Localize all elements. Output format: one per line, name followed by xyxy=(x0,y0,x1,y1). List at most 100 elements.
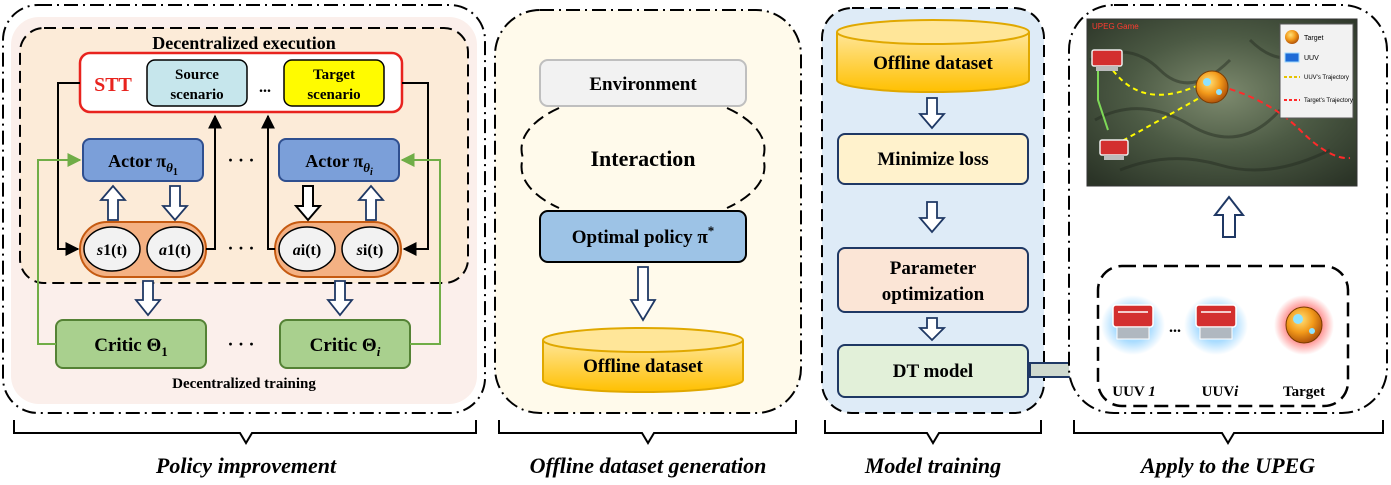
dataset-cylinder-body xyxy=(542,340,744,393)
target-scenario-box xyxy=(283,59,385,107)
interaction-loop xyxy=(520,107,766,209)
a1-node xyxy=(146,226,204,272)
environment-box xyxy=(539,59,747,107)
critic-feedback-lines xyxy=(37,153,441,345)
offline-dataset-cylinder xyxy=(542,327,744,393)
parameter-optimization-line1: Parameter xyxy=(890,258,977,279)
capsulei-to-stt-line xyxy=(261,114,275,250)
arrow-capsulei-to-critici xyxy=(326,280,354,317)
interaction-label: Interaction xyxy=(590,146,695,171)
critic-i-label: Critic Θi xyxy=(310,335,381,359)
actor-i-label: Actor πθi xyxy=(305,151,373,178)
arrow-capsule1-to-actor1 xyxy=(99,184,127,221)
actor-1-label: Actor πθ1 xyxy=(108,151,178,178)
execution-title: Decentralized execution xyxy=(152,33,335,53)
dataset-to-loss-arrow xyxy=(918,97,946,130)
game-title: UPEG Game xyxy=(1092,22,1139,31)
target-label: Target xyxy=(1283,384,1325,400)
scenario-ellipsis: ... xyxy=(259,79,271,96)
optimal-policy-box xyxy=(539,210,747,263)
critici-to-actori-line xyxy=(400,153,441,345)
actor-dots: · · · xyxy=(227,150,254,170)
uuv-1-label: UUV 1 xyxy=(1112,384,1155,400)
caption-model: Model training xyxy=(864,453,1001,478)
game-target-orb xyxy=(1195,70,1229,104)
up-arrow xyxy=(1212,195,1246,238)
dt-model-box xyxy=(837,344,1029,398)
optimal-policy-label: Optimal policy π* xyxy=(572,223,715,248)
critic-1-label: Critic Θ1 xyxy=(94,335,168,359)
uuv-i-label: UUVi xyxy=(1202,384,1240,400)
legend-uuv-icon xyxy=(1284,52,1300,63)
brace-policy xyxy=(13,420,477,445)
policy-hollow-arrows xyxy=(99,184,385,317)
minimize-loss-label: Minimize loss xyxy=(877,149,988,170)
actor-i-box xyxy=(278,138,400,182)
parameter-optimization-box xyxy=(837,247,1029,313)
offline-dataset-label: Offline dataset xyxy=(583,356,703,377)
source-scenario-box xyxy=(146,59,248,107)
a1-label: a1(t) xyxy=(159,242,191,259)
uuv-trajectory-1 xyxy=(1107,62,1206,96)
capsule-dots: · · · xyxy=(227,238,254,258)
caption-policy: Policy improvement xyxy=(155,453,337,478)
policy-feedback-lines xyxy=(57,82,429,256)
training-dataset-label: Offline dataset xyxy=(873,53,993,74)
param-to-dt-arrow xyxy=(917,317,947,342)
minimize-loss-box xyxy=(837,133,1029,185)
critic1-to-actor1-line xyxy=(37,153,82,345)
dt-model-label: DT model xyxy=(893,361,973,382)
legend-target-traj: Target's Trajectory xyxy=(1304,98,1353,104)
policy-to-dataset-arrow xyxy=(629,266,657,322)
brace-apply xyxy=(1073,420,1384,445)
legend-uuv: UUV xyxy=(1304,55,1319,62)
si-label: si(t) xyxy=(356,242,384,259)
dataset-cylinder-top xyxy=(542,327,744,353)
game-uuv-2 xyxy=(1099,139,1129,160)
actor-1-box xyxy=(82,138,204,182)
stt-to-capsule1-line xyxy=(57,82,80,256)
agents-dots: ... xyxy=(1169,319,1181,336)
uuv-1-image xyxy=(1101,295,1165,355)
training-cylinder-top xyxy=(836,19,1030,45)
arrow-capsule1-to-critic1 xyxy=(134,280,162,317)
target-image xyxy=(1274,295,1334,355)
environment-label: Environment xyxy=(589,74,697,95)
offline-generation-panel: Environment Interaction Optimal policy π… xyxy=(494,9,802,414)
legend-uuv-traj: UUV's Trajectory xyxy=(1304,75,1349,81)
brace-offline xyxy=(498,420,797,445)
s1-node xyxy=(83,226,141,272)
legend-target-icon xyxy=(1285,30,1299,44)
braces xyxy=(13,420,1384,445)
s1-label: s1(t) xyxy=(96,242,127,259)
training-title: Decentralized training xyxy=(172,376,316,392)
capsule1-to-stt-line xyxy=(206,114,222,250)
parameter-optimization-line2: optimization xyxy=(882,284,985,305)
legend-target: Target xyxy=(1304,35,1324,42)
caption-offline: Offline dataset generation xyxy=(530,453,767,478)
arrow-actori-to-capsulei xyxy=(293,185,323,222)
policy-improvement-panel: Decentralized execution STT Source scena… xyxy=(2,4,486,414)
brace-model xyxy=(824,420,1042,445)
si-node xyxy=(341,226,399,272)
training-cylinder-body xyxy=(836,32,1030,93)
ai-node xyxy=(278,226,336,272)
target-trajectory xyxy=(1219,85,1351,160)
game-uuv-1 xyxy=(1091,49,1123,71)
uuv-i-image xyxy=(1184,295,1248,355)
target-scenario-line2: scenario xyxy=(307,87,360,103)
green-path xyxy=(1097,68,1109,131)
training-dataset-cylinder xyxy=(836,19,1030,93)
arrow-capsulei-to-actori xyxy=(357,184,385,221)
source-scenario-line2: scenario xyxy=(170,87,223,103)
caption-apply: Apply to the UPEG xyxy=(1139,453,1315,478)
arrow-actor1-to-capsule1 xyxy=(161,185,189,222)
apply-panel: UPEG Game Target UUV UUV's Trajectory Ta… xyxy=(1068,4,1388,414)
model-training-panel: Offline dataset Minimize loss Parameter … xyxy=(821,7,1045,414)
ai-label: ai(t) xyxy=(293,242,321,259)
source-scenario-line1: Source xyxy=(175,67,219,83)
stt-to-capsulei-line xyxy=(402,82,429,256)
loss-to-param-arrow xyxy=(918,201,946,234)
stt-label: STT xyxy=(94,74,132,96)
